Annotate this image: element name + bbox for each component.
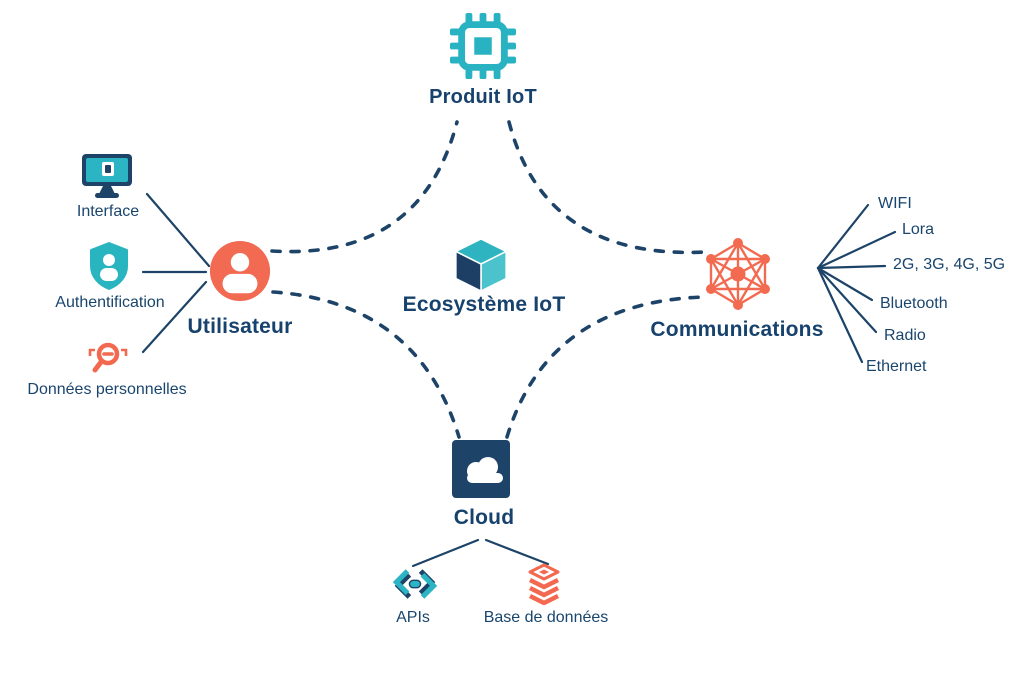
- cloud-icon: [452, 440, 510, 498]
- line-communications-bluetooth: [816, 266, 874, 302]
- line-communications-cellular: [816, 264, 887, 270]
- line-donnees-utilisateur: [141, 280, 208, 354]
- line-interface-utilisateur: [145, 192, 211, 268]
- authentification-label: Authentification: [55, 294, 165, 311]
- communications-label: Communications: [650, 318, 824, 341]
- donnees-personnelles-label: Données personnelles: [27, 381, 187, 398]
- cube-icon: [454, 238, 508, 293]
- line-communications-lora: [816, 230, 897, 270]
- cloud-label: Cloud: [453, 506, 515, 529]
- line-communications-ethernet: [816, 266, 864, 364]
- search-scan-icon: [88, 342, 128, 373]
- protocol-bluetooth: Bluetooth: [880, 295, 948, 312]
- apis-label: APIs: [396, 609, 430, 626]
- protocol-lora: Lora: [902, 221, 935, 238]
- produit-iot-label: Produit IoT: [429, 86, 537, 108]
- protocol-radio: Radio: [884, 327, 926, 344]
- shield-user-icon: [90, 242, 128, 290]
- dashed-link-utilisateur-produit: [270, 120, 459, 254]
- interface-label: Interface: [76, 203, 140, 220]
- utilisateur-label: Utilisateur: [187, 315, 293, 338]
- code-brackets-icon: [392, 569, 438, 599]
- database-stack-icon: [528, 563, 560, 605]
- monitor-icon: [82, 154, 132, 198]
- chip-icon: [449, 12, 517, 80]
- ecosysteme-iot-label: Ecosystème IoT: [402, 293, 566, 316]
- protocol-ethernet: Ethernet: [866, 358, 927, 375]
- dashed-link-produit-communications: [507, 120, 708, 255]
- base-de-donnees-label: Base de données: [483, 609, 609, 626]
- line-cloud-apis: [411, 538, 480, 568]
- network-mesh-icon: [706, 238, 770, 310]
- line-communications-radio: [816, 266, 878, 334]
- protocol-cellular: 2G, 3G, 4G, 5G: [893, 256, 1006, 273]
- user-circle-icon: [209, 240, 271, 302]
- protocol-wifi: WIFI: [878, 195, 912, 212]
- line-communications-wifi: [816, 203, 870, 270]
- line-cloud-database: [484, 538, 550, 566]
- dashed-link-utilisateur-cloud: [271, 290, 461, 439]
